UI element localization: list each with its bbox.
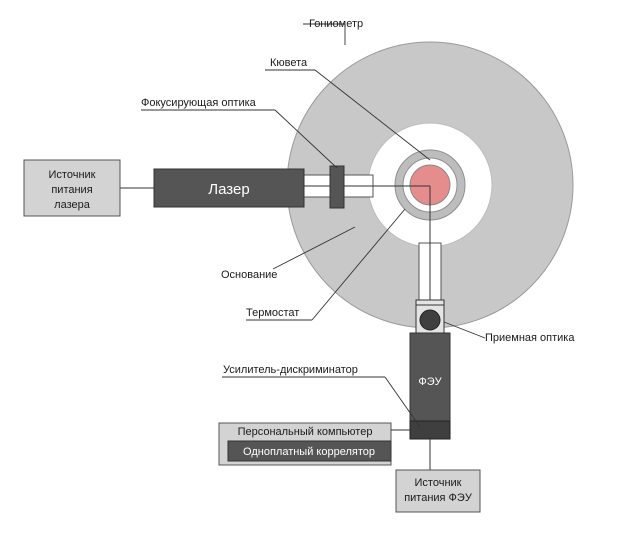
amplifier-leader-2 [384,376,421,428]
pmt-power-supply [395,469,481,513]
laser-power-supply [23,159,121,217]
focusing-optics [329,165,345,209]
thermostat-leader-2 [311,208,406,321]
pmt-body [409,332,451,422]
receiving-optics-leader [443,321,486,339]
cuvette-leader-2 [314,69,431,161]
pmt-power-line1: Источник [415,477,462,489]
amplifier-block [409,420,451,440]
pmt-power-line2: питания ФЭУ [404,492,473,504]
base-label: Основание [221,269,277,281]
laser-power-line3: лазера [54,199,91,211]
focusing-optics-label: Фокусирующая оптика [141,97,257,109]
pmt-label: ФЭУ [418,376,442,388]
goniometer-label: Гониометр [309,18,363,30]
laser-power-line1: Источник [49,169,96,181]
pc-label: Персональный компьютер [238,426,373,438]
laser-power-line2: питания [51,184,92,196]
correlator-label: Одноплатный коррелятор [243,446,375,458]
receiving-optics-label: Приемная оптика [485,332,575,344]
correlator-board [227,440,392,462]
thermostat-label: Термостат [246,307,299,319]
amplifier-label: Усилитель-дискриминатор [223,364,358,376]
laser-body [153,168,305,208]
laser-label: Лазер [208,181,249,198]
cuvette-label: Кювета [270,57,308,69]
focusing-optics-leader-2 [274,109,338,169]
receiving-optics-lens [419,309,441,331]
base-leader [272,226,356,270]
